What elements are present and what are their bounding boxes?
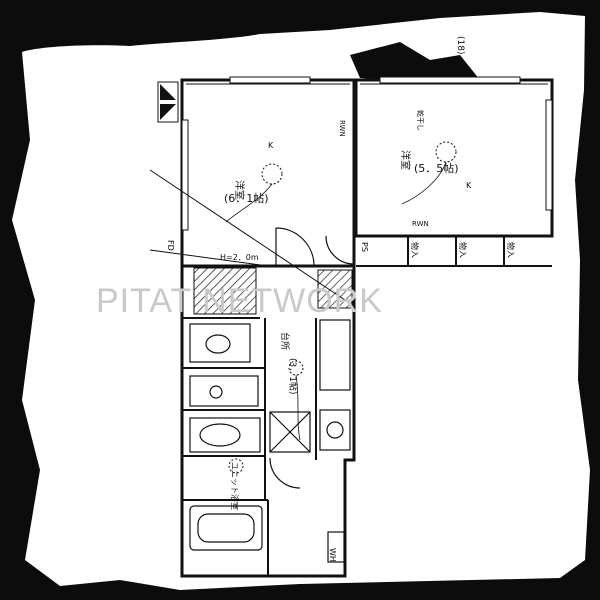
corner-label: (18)	[455, 36, 465, 54]
bath-label: ユニット浴室	[230, 462, 240, 510]
interior-walls	[182, 84, 552, 501]
wall-tag-1: RWN	[338, 120, 346, 137]
hallway-tag: PS	[360, 242, 369, 252]
room-western-2-name: 洋室	[399, 150, 412, 170]
marker-k-1: K	[268, 141, 274, 150]
hatched-column-block	[317, 269, 353, 309]
light-fixtures	[228, 141, 457, 474]
storage-label-3: 物入	[506, 242, 516, 258]
entrance-marker-icon	[157, 81, 179, 123]
room-kitchen-size: (3．1帖)	[287, 358, 299, 394]
water-heater-label: WH	[328, 548, 337, 562]
watermark-text: PITAT NETWORK	[96, 282, 383, 320]
room-western-1-name: 洋室	[233, 180, 246, 200]
wiring-lines	[225, 161, 447, 441]
hatched-stair-block	[193, 267, 257, 315]
room-western-2-size: (5．5帖)	[414, 162, 459, 175]
closet-tag: FD	[166, 240, 175, 251]
marker-k-2: K	[466, 181, 472, 190]
reference-lines	[149, 169, 346, 301]
windows	[181, 76, 553, 231]
door-swings	[269, 227, 355, 489]
fixtures	[189, 319, 351, 563]
room-kitchen-name: 台所	[279, 332, 291, 350]
room-western-1-size: (6．1帖)	[224, 192, 269, 205]
dryer-tag: 乾干し	[416, 110, 425, 131]
storage-label-2: 物入	[458, 242, 468, 258]
storage-label-1: 物入	[410, 242, 420, 258]
ceiling-height-label: H=2．0m	[220, 253, 259, 262]
wall-tag-2: RWN	[412, 220, 429, 228]
